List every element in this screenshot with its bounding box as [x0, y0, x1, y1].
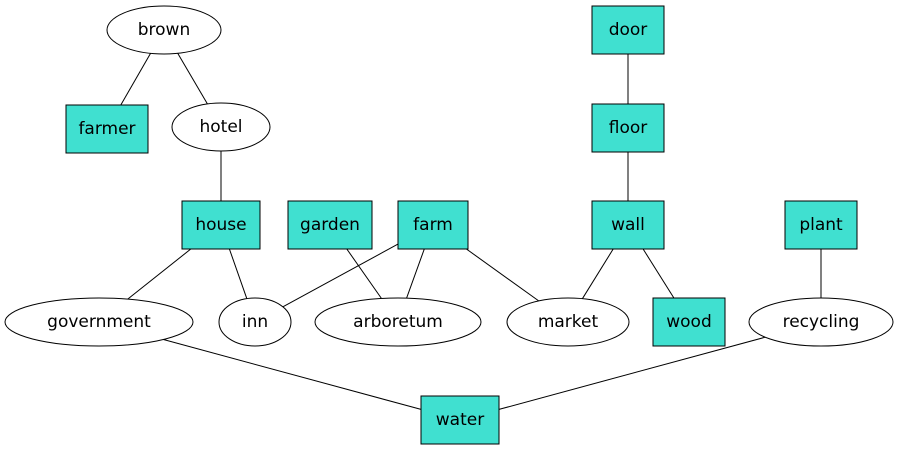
node-water-box [420, 395, 500, 445]
node-inn: inn [218, 297, 292, 347]
edge-house-government [127, 248, 192, 300]
node-door: door [591, 5, 665, 55]
node-hotel-label: hotel [199, 117, 242, 137]
node-wall: wall [591, 200, 665, 250]
node-floor: floor [591, 103, 665, 153]
node-recycling-ellipse [748, 297, 894, 347]
edge-farm-inn [282, 243, 399, 308]
node-government-ellipse [4, 297, 194, 347]
node-inn-label: inn [242, 312, 268, 332]
node-brown: brown [106, 5, 222, 55]
node-market-ellipse [506, 297, 630, 347]
node-arboretum: arboretum [314, 297, 482, 347]
node-farmer: farmer [65, 104, 149, 154]
node-plant-label: plant [799, 215, 843, 235]
node-house-box [181, 200, 261, 250]
edge-house-inn [228, 248, 248, 299]
node-garden-box [287, 200, 373, 250]
node-wood-label: wood [666, 312, 712, 332]
edge-wall-wood [642, 248, 675, 299]
node-plant: plant [784, 200, 858, 250]
node-government-label: government [47, 312, 151, 332]
node-water-label: water [436, 410, 484, 430]
node-brown-ellipse [106, 5, 222, 55]
node-wall-label: wall [611, 215, 645, 235]
node-wood: wood [652, 297, 726, 347]
node-hotel-ellipse [171, 102, 271, 152]
node-recycling: recycling [748, 297, 894, 347]
edge-farm-arboretum [406, 248, 425, 299]
edge-farm-market [466, 248, 539, 302]
node-arboretum-label: arboretum [353, 312, 443, 332]
node-farmer-box [65, 104, 149, 154]
nodes-layer: brown farmer hotel house garden farm door floor… [4, 5, 894, 445]
node-garden-label: garden [300, 215, 360, 235]
node-water: water [420, 395, 500, 445]
node-floor-box [591, 103, 665, 153]
node-market: market [506, 297, 630, 347]
edge-recycling-water [498, 336, 766, 410]
edge-brown-farmer [120, 53, 152, 106]
node-government: government [4, 297, 194, 347]
node-farm: farm [397, 200, 469, 250]
node-garden: garden [287, 200, 373, 250]
node-door-label: door [609, 20, 648, 40]
node-brown-label: brown [138, 20, 191, 40]
node-house: house [181, 200, 261, 250]
node-plant-box [784, 200, 858, 250]
node-farmer-label: farmer [78, 119, 135, 139]
edge-garden-arboretum [346, 248, 382, 299]
edge-government-water [163, 339, 422, 410]
edges-layer [120, 53, 822, 410]
node-floor-label: floor [609, 118, 648, 138]
edge-brown-hotel [177, 53, 208, 105]
node-recycling-label: recycling [783, 312, 860, 332]
node-door-box [591, 5, 665, 55]
edge-wall-market [581, 248, 614, 299]
node-farm-box [397, 200, 469, 250]
node-farm-label: farm [413, 215, 453, 235]
node-inn-ellipse [218, 297, 292, 347]
node-house-label: house [195, 215, 246, 235]
node-arboretum-ellipse [314, 297, 482, 347]
node-hotel: hotel [171, 102, 271, 152]
node-wood-box [652, 297, 726, 347]
node-market-label: market [538, 312, 599, 332]
node-wall-box [591, 200, 665, 250]
